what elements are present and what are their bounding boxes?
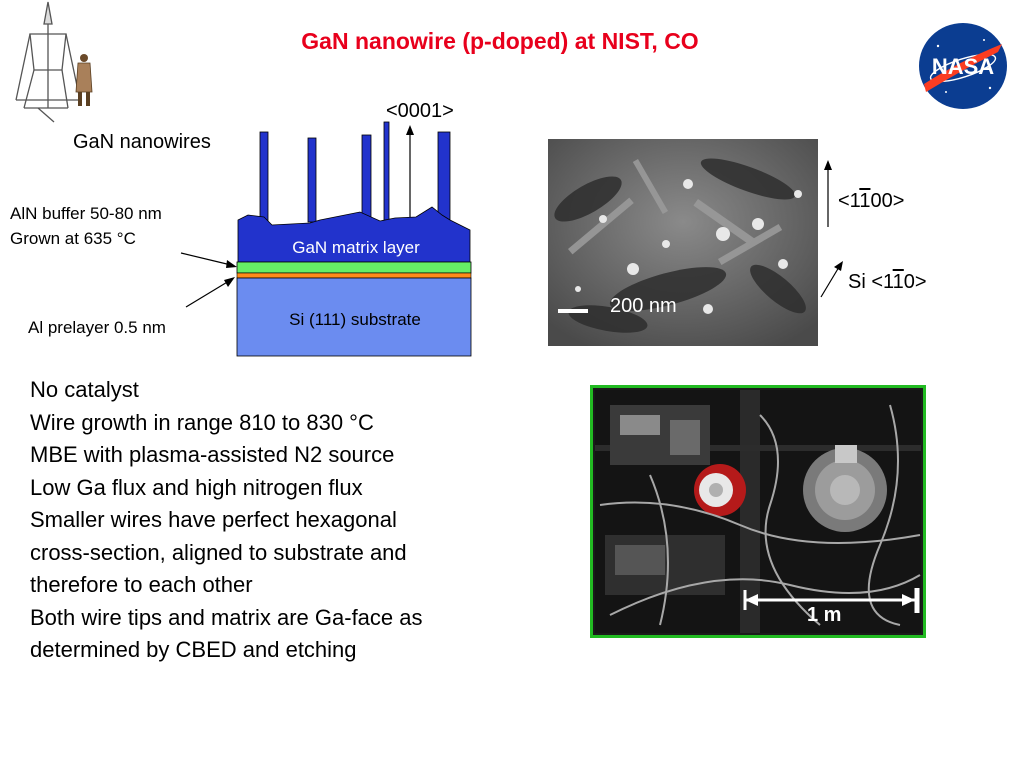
si-substrate	[236, 277, 472, 357]
aln-buffer-label: AlN buffer 50-80 nm	[10, 204, 162, 223]
list-item: No catalyst	[30, 377, 139, 402]
nanowire-4	[383, 121, 390, 223]
gan-nanowires-label: GaN nanowires	[73, 131, 211, 153]
aln-buffer-layer	[236, 261, 472, 274]
substrate-label: Si (111) substrate	[289, 310, 421, 329]
page-title: GaN nanowire (p-doped) at NIST, CO	[301, 28, 699, 54]
nanowire-3	[361, 134, 372, 223]
nasa-logo-text: NASA	[932, 54, 994, 79]
sem-image	[548, 139, 818, 346]
gan-matrix-layer	[237, 206, 471, 263]
rocket-pioneer-illustration	[15, 1, 93, 123]
nasa-logo: NASA	[919, 23, 1007, 109]
list-item: MBE with plasma-assisted N2 source	[30, 442, 395, 467]
sem-direction-arrows	[820, 160, 843, 298]
list-item: Wire growth in range 810 to 830 °C	[30, 409, 374, 435]
list-item: Smaller wires have perfect hexagonal	[30, 507, 397, 532]
direction-si-110-label: Si <110>	[848, 271, 927, 293]
list-item: therefore to each other	[30, 572, 253, 597]
direction-1-100-label: <1100>	[838, 190, 905, 212]
nanowire-cross-section-diagram	[180, 121, 472, 357]
list-item: Both wire tips and matrix are Ga-face as	[30, 604, 423, 630]
direction-0001-label: <0001>	[386, 100, 454, 122]
list-item: Low Ga flux and high nitrogen flux	[30, 474, 363, 500]
nanowire-1	[259, 131, 269, 223]
nanowire-2	[307, 137, 317, 223]
nanowire-5	[437, 131, 451, 223]
mbe-apparatus-photo	[590, 385, 926, 638]
sem-scale-bar	[558, 309, 588, 313]
al-prelayer-label: Al prelayer 0.5 nm	[28, 318, 166, 337]
al-prelayer	[236, 272, 472, 279]
growth-temp-label: Grown at 635 °C	[10, 229, 136, 248]
list-item: determined by CBED and etching	[30, 637, 357, 662]
gan-matrix-label: GaN matrix layer	[292, 238, 420, 257]
photo-scale-label: 1 m	[807, 604, 842, 626]
list-item: cross-section, aligned to substrate and	[30, 539, 407, 565]
description-list: No catalyst Wire growth in range 810 to …	[30, 374, 550, 667]
sem-scale-label: 200 nm	[610, 295, 677, 317]
